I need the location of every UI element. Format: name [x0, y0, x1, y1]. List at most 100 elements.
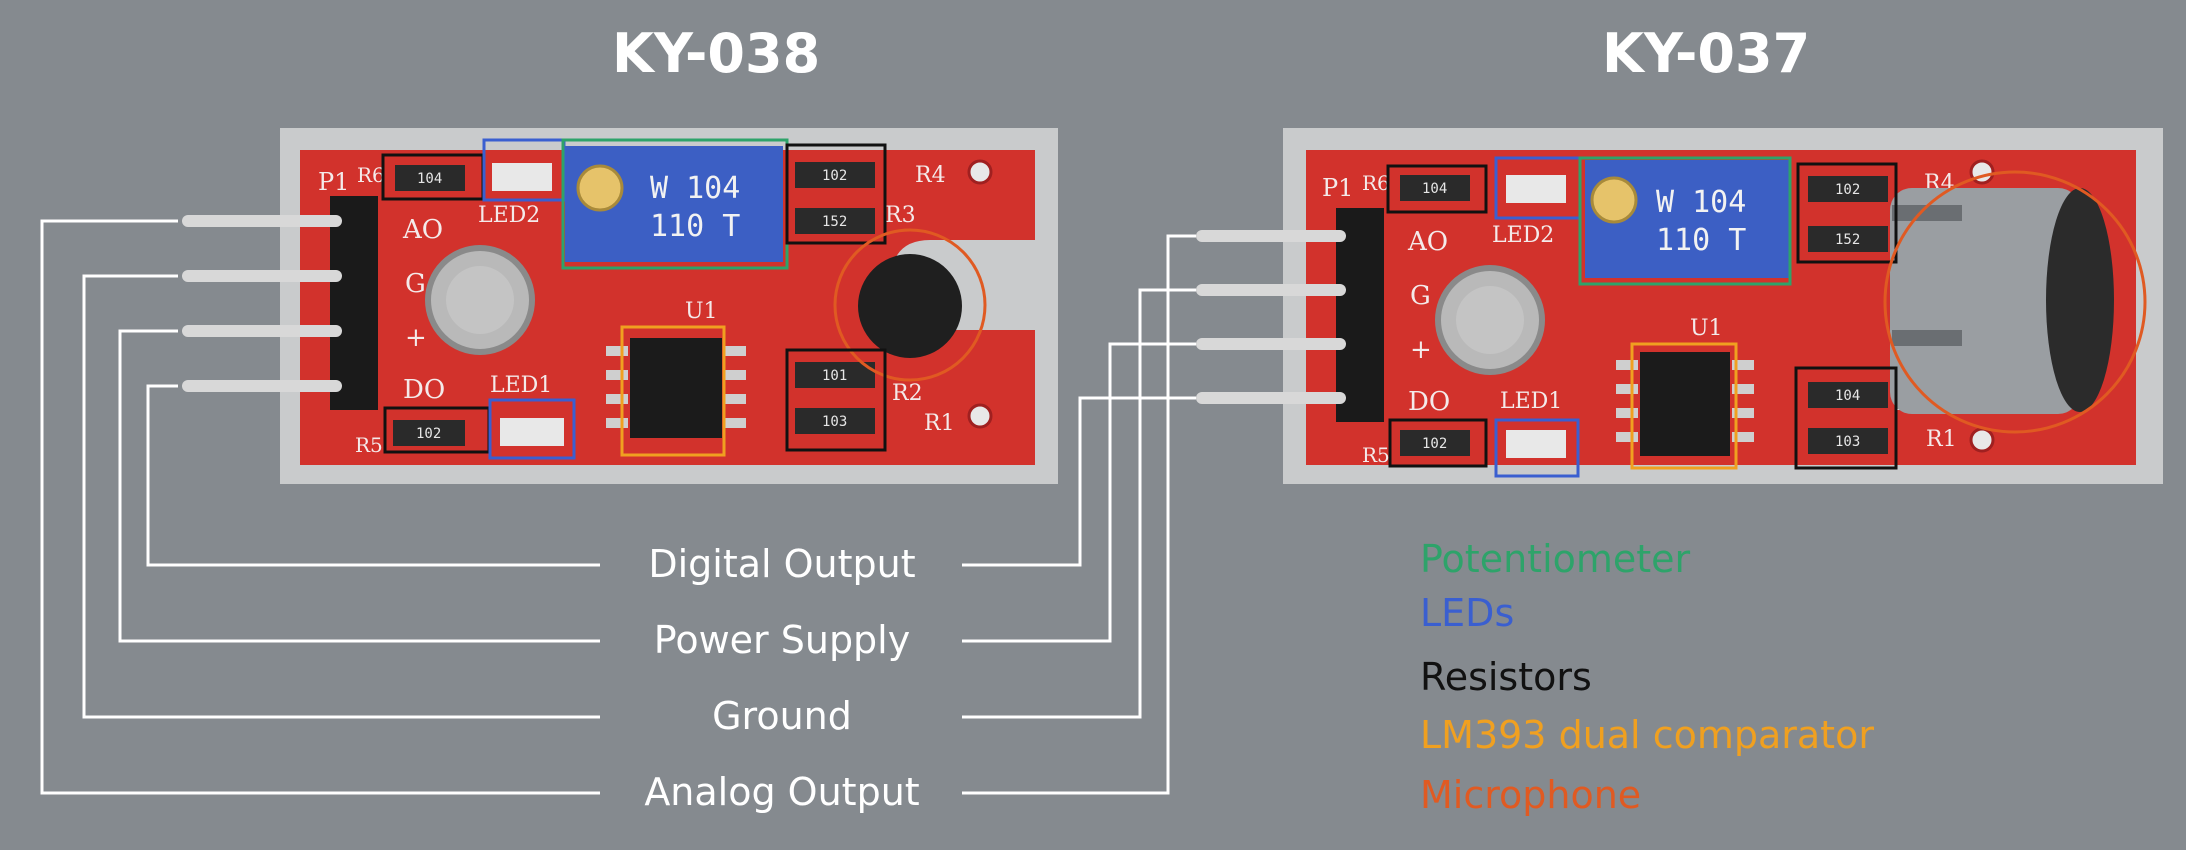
ky-037-led1-label: LED1	[1500, 389, 1562, 414]
ky-038-resistor-code-r3: 152	[822, 214, 847, 230]
ky-038-pin-label-g: G	[405, 269, 426, 299]
ky-038-pin-ao	[182, 215, 342, 227]
ky-037-pin-ao	[1196, 230, 1346, 242]
ky-038-pin-do	[182, 380, 342, 392]
ky-038-large-hole-inner	[446, 266, 514, 334]
ky-037-resistor-box	[1794, 366, 1898, 470]
legend-resistors: Resistors	[1420, 655, 1592, 699]
ky-038-led1	[500, 418, 564, 446]
ky-038-r6-label: R6	[357, 163, 385, 187]
g-leader-left	[82, 274, 600, 719]
ky-037-resistor-box	[1796, 162, 1898, 264]
ky-038-microphone-circle	[833, 228, 987, 382]
ky-038-led2-label: LED2	[478, 203, 540, 228]
ky-037-r5-label: R5	[1362, 443, 1390, 467]
ky-037-title: KY-037	[1602, 22, 1811, 85]
ky-038-resistor-bodies	[393, 162, 875, 446]
ky-038-resistor-code-r1: 103	[822, 414, 847, 430]
label-ground: Ground	[712, 694, 852, 738]
ky-037-pot-marking-1: W 104	[1656, 185, 1746, 220]
ky-037-pin-label-do: DO	[1408, 387, 1450, 417]
ky-037-pin-label-ao: AO	[1407, 227, 1448, 257]
ky-038-lm393-chip	[630, 338, 722, 438]
ky-038-header-label: P1	[318, 168, 349, 196]
ky-037-large-hole-inner	[1456, 286, 1524, 354]
ky-038-resistor-box	[785, 143, 887, 245]
ky-038-r4-label: R4	[915, 163, 946, 188]
ky-037-u1-label: U1	[1690, 316, 1723, 341]
plus-leader-right	[962, 342, 1196, 643]
legend-lm393: LM393 dual comparator	[1420, 713, 1874, 757]
ky-037-microphone-circle	[1883, 170, 2147, 434]
ky-037-microphone-lead	[1892, 330, 1962, 346]
label-digital-output: Digital Output	[648, 542, 916, 586]
ky-038-resistor-code-r6: 104	[417, 171, 442, 187]
ky-038-microphone	[858, 254, 962, 358]
ky-037-microphone-lead	[1892, 205, 1962, 221]
ky-038-mount-hole-top	[967, 159, 993, 185]
ky-037-r1-label: R1	[1926, 427, 1957, 452]
pin-leader-lines	[40, 219, 1196, 795]
legend-leds: LEDs	[1420, 591, 1515, 635]
ky-037-resistor-bodies	[1400, 175, 1888, 456]
ky-038-u1-label: U1	[685, 299, 718, 324]
ky-037-lm393-chip	[1640, 352, 1730, 456]
ky-037-pin-header	[1336, 208, 1384, 422]
ky-038-pin-label-do: DO	[403, 375, 445, 405]
ky-037-pin-plus	[1196, 338, 1346, 350]
label-power-supply: Power Supply	[653, 618, 911, 662]
ky-038-resistor-code-r5: 102	[416, 426, 441, 442]
ky-038-r3-label: R3	[885, 203, 916, 228]
ky-037-resistor-code-r4: 102	[1835, 182, 1860, 198]
ky-037-pin-label-plus: +	[1410, 335, 1432, 365]
ky-038-chip-pads	[606, 346, 746, 428]
ky-037-led2	[1506, 175, 1566, 203]
do-leader-right	[962, 396, 1196, 567]
ky-037-r6-label: R6	[1362, 171, 1390, 195]
ky-038-pin-header	[330, 196, 378, 410]
ky-037-highlights	[1386, 156, 2147, 478]
legend-potentiometer: Potentiometer	[1420, 537, 1691, 581]
ky-038-r2-label: R2	[892, 381, 923, 406]
ky-038-led-box	[488, 398, 576, 460]
ky-038-resistor-code-r2: 101	[822, 368, 847, 384]
ky-037-resistor-code-r6: 104	[1422, 181, 1447, 197]
ky-038-lm393-box	[620, 325, 726, 457]
ao-leader-left	[40, 219, 600, 795]
ky-037-module: AO G + DO P1 LED2 LED1 U1 R6 R4 R3 R2 R1…	[1196, 128, 2163, 484]
ky-037-header-label: P1	[1322, 174, 1353, 202]
ky-038-pin-label-plus: +	[405, 323, 427, 353]
ky-037-lm393-box	[1630, 342, 1738, 470]
ky-037-resistor-box	[1388, 418, 1488, 468]
ky-038-pot-marking-2: 110 T	[650, 209, 740, 244]
ky-037-pin-g	[1196, 284, 1346, 296]
ky-037-resistor-code-r1: 103	[1835, 434, 1860, 450]
ky-037-resistor-code-r5: 102	[1422, 436, 1447, 452]
ky-038-resistor-code-r4: 102	[822, 168, 847, 184]
ky-038-led1-label: LED1	[490, 373, 552, 398]
ky-037-led2-label: LED2	[1492, 223, 1554, 248]
ky-037-resistor-code-r3: 152	[1835, 232, 1860, 248]
ky-037-chip-pads	[1616, 360, 1754, 442]
ky-038-title: KY-038	[612, 22, 821, 85]
ky-038-potentiometer-screw	[576, 164, 624, 212]
ky-038-pin-plus	[182, 325, 342, 337]
ky-038-module: AO G + DO P1 LED2 LED1 U1 R6 R4 R3 R2 R1…	[182, 128, 1058, 484]
ky-037-potentiometer-screw	[1590, 176, 1638, 224]
ky-037-pin-label-g: G	[1410, 281, 1431, 311]
ky-038-highlights	[381, 138, 987, 460]
ky-037-microphone-face	[2046, 188, 2114, 412]
ky-037-led1	[1506, 430, 1566, 458]
ky-037-microphone	[1890, 188, 2114, 414]
label-analog-output: Analog Output	[644, 770, 920, 814]
ky-038-pin-g	[182, 270, 342, 282]
ky-037-mount-hole-bottom	[1969, 427, 1995, 453]
ky-038-pot-marking-1: W 104	[650, 171, 740, 206]
ky-037-pot-marking-2: 110 T	[1656, 223, 1746, 258]
ky-037-microphone-can	[1890, 188, 2080, 414]
plus-leader-left	[118, 329, 600, 643]
ky-038-resistor-box	[785, 348, 887, 452]
ao-leader-right	[962, 234, 1196, 795]
ky-038-r1-label: R1	[924, 411, 955, 436]
